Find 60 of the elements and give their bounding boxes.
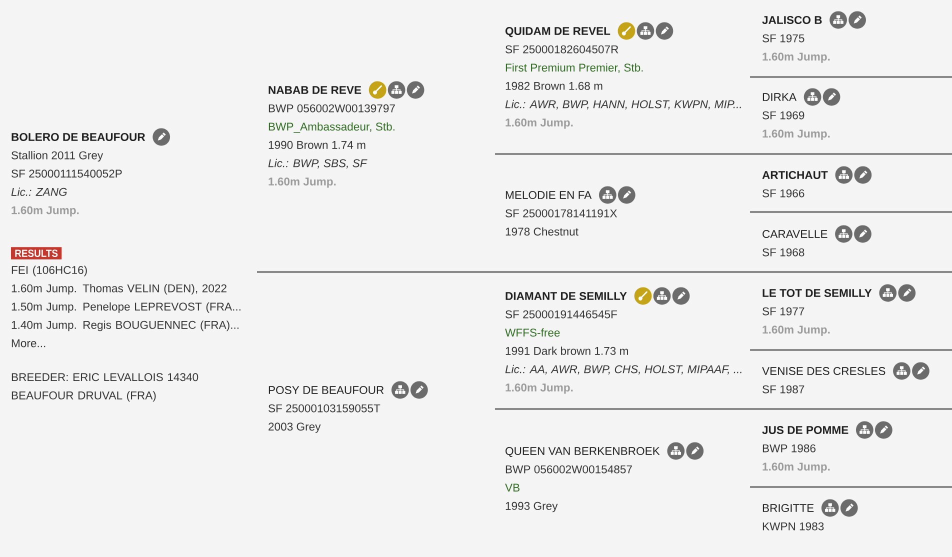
studbook-year: BWP 1986 bbox=[762, 444, 816, 452]
birth-info: Stallion 2011 Grey bbox=[12, 151, 104, 162]
horse-name: DIRKA bbox=[762, 93, 797, 101]
studbook-title: BWP_Ambassadeur, Stb. bbox=[268, 122, 394, 133]
birth-info: 1993 Grey bbox=[506, 502, 558, 512]
horse-name: VENISE DES CRESLES bbox=[762, 367, 886, 376]
birth-info: 2003 Grey bbox=[268, 422, 321, 433]
jump-level: 1.60m Jump. bbox=[762, 130, 830, 140]
jump-level: 1.60m Jump. bbox=[762, 462, 830, 473]
registration-number: BWP 056002W00154857 bbox=[506, 465, 632, 474]
registration-number: SF 25000103159055T bbox=[268, 404, 380, 412]
jump-level: 1.60m Jump. bbox=[268, 178, 336, 188]
horse-name: NABAB DE REVE bbox=[268, 86, 362, 94]
birth-info: 1978 Chestnut bbox=[506, 227, 578, 236]
studbook-year: SF 1987 bbox=[762, 385, 804, 394]
horse-name: BOLERO DE BEAUFOUR bbox=[12, 133, 146, 142]
jump-level: 1.60m Jump. bbox=[762, 326, 830, 336]
studbook-title: VB bbox=[505, 484, 520, 492]
birth-info: 1990 Brown 1.74 m bbox=[268, 140, 366, 149]
horse-name: MELODIE EN FA bbox=[506, 191, 592, 200]
birth-info: 1982 Brown 1.68 m bbox=[506, 82, 602, 90]
horse-name: DIAMANT DE SEMILLY bbox=[506, 292, 627, 300]
registration-number: SF 25000191446545F bbox=[506, 310, 617, 318]
studbook-year: SF 1969 bbox=[762, 111, 804, 120]
registration-number: SF 25000111540052P bbox=[12, 170, 122, 178]
results-badge: RESULTS bbox=[11, 247, 62, 260]
more-link: More... bbox=[12, 339, 46, 348]
horse-name: LE TOT DE SEMILLY bbox=[762, 289, 872, 298]
jump-level: 1.60m Jump. bbox=[506, 118, 573, 129]
horse-name: JUS DE POMME bbox=[762, 426, 848, 434]
breeder-text: BREEDER: ERIC LEVALLOIS 14340 BEAUFOUR DRUVAL (FRA) bbox=[12, 373, 198, 402]
studbook-year: SF 1977 bbox=[762, 307, 804, 316]
studbook-year: SF 1968 bbox=[762, 248, 804, 256]
horse-name: POSY DE BEAUFOUR bbox=[268, 386, 384, 394]
event-name: FEI (106HC16) bbox=[12, 266, 87, 276]
horse-name: BRIGITTE bbox=[762, 504, 814, 512]
jump-level: 1.60m Jump. bbox=[12, 206, 79, 216]
registration-number: SF 25000182604507R bbox=[506, 45, 618, 54]
result-line: 1.50m Jump. Penelope LEPREVOST (FRA... bbox=[12, 302, 240, 313]
horse-name: JALISCO B bbox=[762, 16, 822, 24]
studbook-year: SF 1966 bbox=[762, 189, 804, 198]
studbook-year: SF 1975 bbox=[762, 34, 804, 42]
horse-name: CARAVELLE bbox=[762, 230, 828, 238]
license-list: Lic.: AWR, BWP, HANN, HOLST, KWPN, MIP... bbox=[505, 100, 741, 110]
license-list: Lic.: ZANG bbox=[11, 188, 67, 196]
horse-name: QUEEN VAN BERKENBROEK bbox=[506, 447, 660, 458]
horse-name: QUIDAM DE REVEL bbox=[505, 27, 610, 38]
jump-level: 1.60m Jump. bbox=[506, 384, 573, 394]
license-list: Lic.: AA, AWR, BWP, CHS, HOLST, MIPAAF, ... bbox=[505, 364, 742, 375]
registration-number: SF 25000178141191X bbox=[506, 209, 617, 218]
jump-level: 1.60m Jump. bbox=[762, 52, 830, 63]
registration-number: BWP 056002W00139797 bbox=[268, 104, 395, 112]
result-line: 1.40m Jump. Regis BOUGUENNEC (FRA)... bbox=[12, 320, 238, 332]
horse-name: ARTICHAUT bbox=[762, 171, 828, 180]
license-list: Lic.: BWP, SBS, SF bbox=[268, 158, 368, 169]
studbook-title: First Premium Premier, Stb. bbox=[506, 63, 643, 73]
studbook-year: KWPN 1983 bbox=[762, 522, 824, 530]
result-line: 1.60m Jump. Thomas VELIN (DEN), 2022 bbox=[12, 284, 226, 295]
birth-info: 1991 Dark brown 1.73 m bbox=[506, 346, 628, 355]
studbook-title: WFFS-free bbox=[505, 328, 560, 337]
